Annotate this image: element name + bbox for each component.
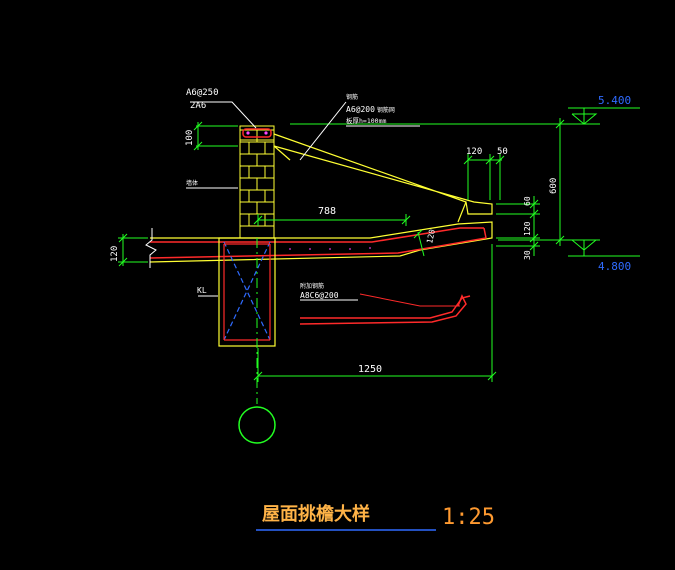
dim-120-left: 120 bbox=[110, 246, 120, 262]
dim-50: 50 bbox=[497, 147, 508, 157]
bracket-label-small: 钢筋 bbox=[346, 93, 358, 101]
wall-label: 墙体 bbox=[186, 179, 198, 187]
elevation-bottom-marker bbox=[568, 239, 640, 257]
dim-1250: 1250 bbox=[358, 364, 382, 375]
elevation-bottom: 4.800 bbox=[598, 260, 631, 273]
elevation-top-marker bbox=[568, 107, 640, 125]
dim-100: 100 bbox=[185, 130, 195, 146]
axis-marker bbox=[238, 238, 276, 444]
dim-120-slope: 120 bbox=[425, 228, 437, 244]
kl-beam bbox=[218, 237, 276, 347]
dimension-lines bbox=[118, 118, 600, 382]
dim-120-right: 120 bbox=[523, 221, 532, 236]
eave-bracket bbox=[273, 133, 493, 223]
dim-600: 600 bbox=[549, 178, 559, 194]
rebar-top-label: A6@250 bbox=[186, 88, 219, 98]
elevation-top: 5.400 bbox=[598, 94, 631, 107]
drawing-title: 屋面挑檐大样 bbox=[262, 503, 370, 525]
coping-beam bbox=[239, 125, 275, 141]
drawing-scale: 1:25 bbox=[442, 505, 495, 530]
brick-wall bbox=[239, 129, 275, 239]
rebar-top-label-2: 2A6 bbox=[190, 101, 206, 111]
dim-60: 60 bbox=[523, 196, 532, 206]
slab-rebar-label: 附加钢筋 bbox=[300, 282, 324, 290]
roof-slab bbox=[145, 221, 493, 268]
slab-rebar-spec: A8C6@200 bbox=[300, 291, 339, 300]
leader-lines bbox=[186, 101, 420, 301]
dim-30: 30 bbox=[523, 250, 532, 260]
dim-120-top: 120 bbox=[466, 147, 482, 157]
dim-788: 788 bbox=[318, 206, 336, 217]
bracket-thickness: 板厚h=100mm bbox=[346, 116, 386, 125]
kl-label: KL bbox=[197, 286, 207, 295]
